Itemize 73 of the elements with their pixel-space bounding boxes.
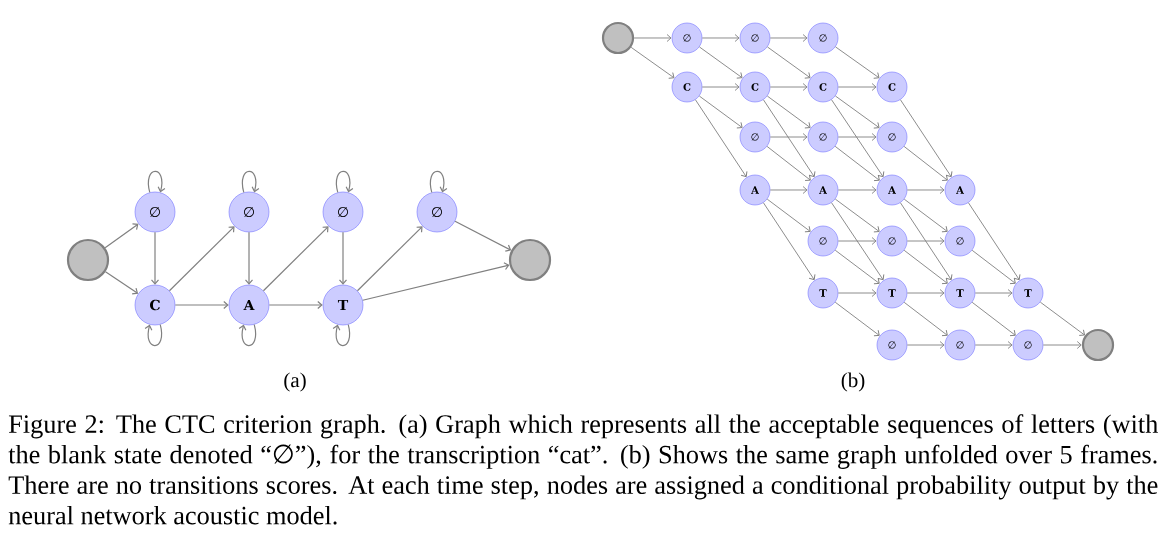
self-loop-arrow	[335, 170, 354, 193]
arrow	[831, 99, 885, 178]
arrow	[769, 34, 808, 42]
terminal-circle	[66, 238, 110, 282]
arrow	[338, 231, 348, 285]
arrow	[900, 99, 953, 178]
panel-label: (a)	[284, 372, 306, 392]
terminal-circle	[508, 238, 552, 282]
arrow	[244, 231, 254, 285]
arrow	[701, 34, 740, 42]
arrow	[834, 301, 880, 337]
arrow	[769, 83, 808, 91]
arrow	[695, 99, 748, 178]
arrow	[834, 95, 880, 129]
arrow	[974, 341, 1013, 349]
panel-label: (b)	[841, 372, 865, 392]
arrow	[1042, 341, 1082, 349]
arrow	[763, 99, 816, 178]
arrow	[837, 83, 877, 91]
self-loop-arrow	[241, 170, 260, 193]
arrow	[971, 249, 1016, 285]
arrow	[168, 226, 235, 292]
self-loop-arrow	[147, 170, 166, 193]
arrow	[974, 289, 1013, 297]
arrow	[698, 46, 743, 79]
arrow	[766, 145, 811, 181]
arrow	[769, 133, 808, 141]
arrow	[837, 186, 877, 194]
self-loop-arrow	[144, 324, 163, 347]
arrow	[834, 249, 880, 285]
arrow	[906, 341, 945, 349]
arrow	[906, 186, 945, 194]
self-loop-arrow	[429, 170, 448, 193]
arrow	[698, 95, 743, 129]
arrow	[837, 237, 877, 245]
arrow	[104, 223, 139, 249]
arrow	[763, 202, 816, 281]
terminal-circle	[1081, 328, 1115, 362]
arrow	[150, 231, 160, 285]
caption: Figure 2: The CTC criterion graph. (a) Graph which represents all the acceptable sequences of letters (with the blank state denoted “∅”), for the transcription “cat”. (b) Shows the same graph unfolded over 5 frames. There are no transitions scores. At each time step, nodes are assigned a conditional probability output by the neural network acoustic model.	[8, 414, 1158, 525]
arrow	[837, 289, 877, 297]
arrow	[835, 46, 880, 79]
arrow	[837, 133, 877, 141]
arrow	[903, 198, 948, 233]
arrow	[454, 220, 512, 252]
arrow	[906, 237, 945, 245]
arrow	[834, 198, 880, 233]
arrow	[1039, 301, 1085, 336]
arrow	[701, 83, 740, 91]
arrow	[766, 46, 811, 79]
arrow	[900, 202, 953, 281]
arrow	[268, 300, 323, 310]
arrow	[903, 145, 948, 181]
arrow	[104, 271, 139, 295]
arrow	[834, 145, 880, 182]
self-loop-arrow	[238, 324, 257, 347]
arrow	[971, 301, 1016, 337]
arrow	[174, 300, 229, 310]
terminal-circle	[601, 21, 635, 55]
self-loop-arrow	[332, 324, 351, 347]
arrow	[262, 226, 329, 292]
arrow	[766, 198, 811, 233]
arrow	[903, 301, 948, 337]
arrow	[769, 186, 808, 194]
arrow	[903, 249, 948, 285]
arrow	[356, 226, 423, 292]
arrow	[630, 46, 675, 79]
arrow	[831, 202, 885, 281]
arrow	[968, 202, 1021, 281]
arrow	[906, 289, 945, 297]
arrow	[362, 262, 510, 301]
arrow	[766, 95, 811, 129]
arrow	[633, 34, 672, 42]
